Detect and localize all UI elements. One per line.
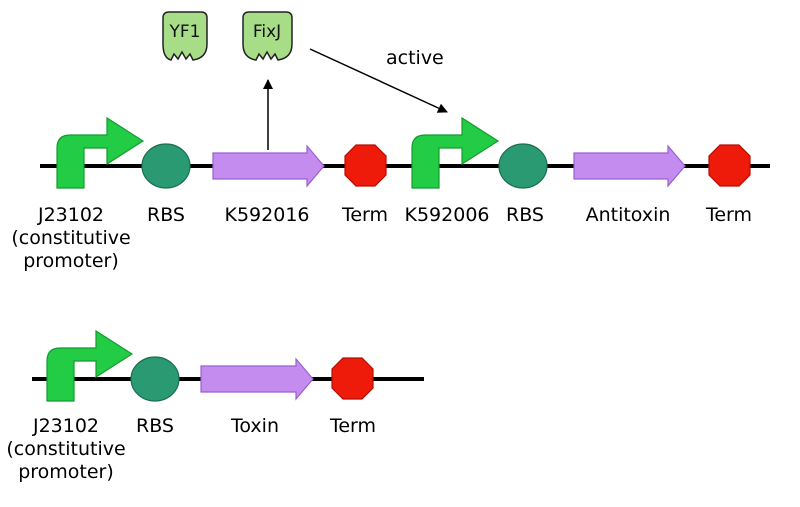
- label-line: promoter): [18, 461, 114, 483]
- arrow-active: [309, 48, 448, 113]
- protein-fixj-shape: [242, 11, 293, 61]
- label-line: (constitutive: [11, 227, 131, 249]
- rbs-2: [498, 143, 548, 189]
- protein-fixj-label: FixJ: [252, 22, 282, 42]
- label-line: (constitutive: [6, 438, 126, 460]
- cds-toxin-label: Toxin: [231, 415, 279, 437]
- promoter-j23102-1-label: J23102 (constitutive promoter): [4, 204, 138, 273]
- promoter-k592006-label: K592006: [404, 204, 490, 226]
- label-line: J23102: [32, 415, 100, 437]
- promoter-j23102-1: [56, 116, 145, 189]
- rbs-3-label: RBS: [136, 415, 174, 437]
- protein-yf1-shape: [162, 11, 208, 61]
- terminator-3-label: Term: [329, 415, 377, 437]
- rbs-2-label: RBS: [506, 204, 544, 226]
- protein-yf1-label: YF1: [169, 22, 201, 42]
- rbs-1-label: RBS: [147, 204, 185, 226]
- promoter-j23102-2: [46, 329, 134, 402]
- terminator-3: [331, 357, 374, 400]
- terminator-1: [344, 144, 387, 187]
- active-label: active: [386, 47, 444, 69]
- cds-antitoxin-label: Antitoxin: [585, 204, 671, 226]
- rbs-3: [130, 356, 180, 402]
- cds-antitoxin: [573, 144, 686, 188]
- terminator-2: [708, 144, 751, 187]
- cds-k592016-label: K592016: [224, 204, 310, 226]
- terminator-2-label: Term: [705, 204, 753, 226]
- promoter-j23102-2-label: J23102 (constitutive promoter): [0, 415, 132, 484]
- cds-toxin: [200, 357, 314, 401]
- label-line: promoter): [23, 250, 119, 272]
- cds-k592016: [212, 144, 325, 188]
- rbs-1: [141, 143, 191, 189]
- terminator-1-label: Term: [341, 204, 389, 226]
- label-line: J23102: [37, 204, 105, 226]
- promoter-k592006: [411, 116, 500, 189]
